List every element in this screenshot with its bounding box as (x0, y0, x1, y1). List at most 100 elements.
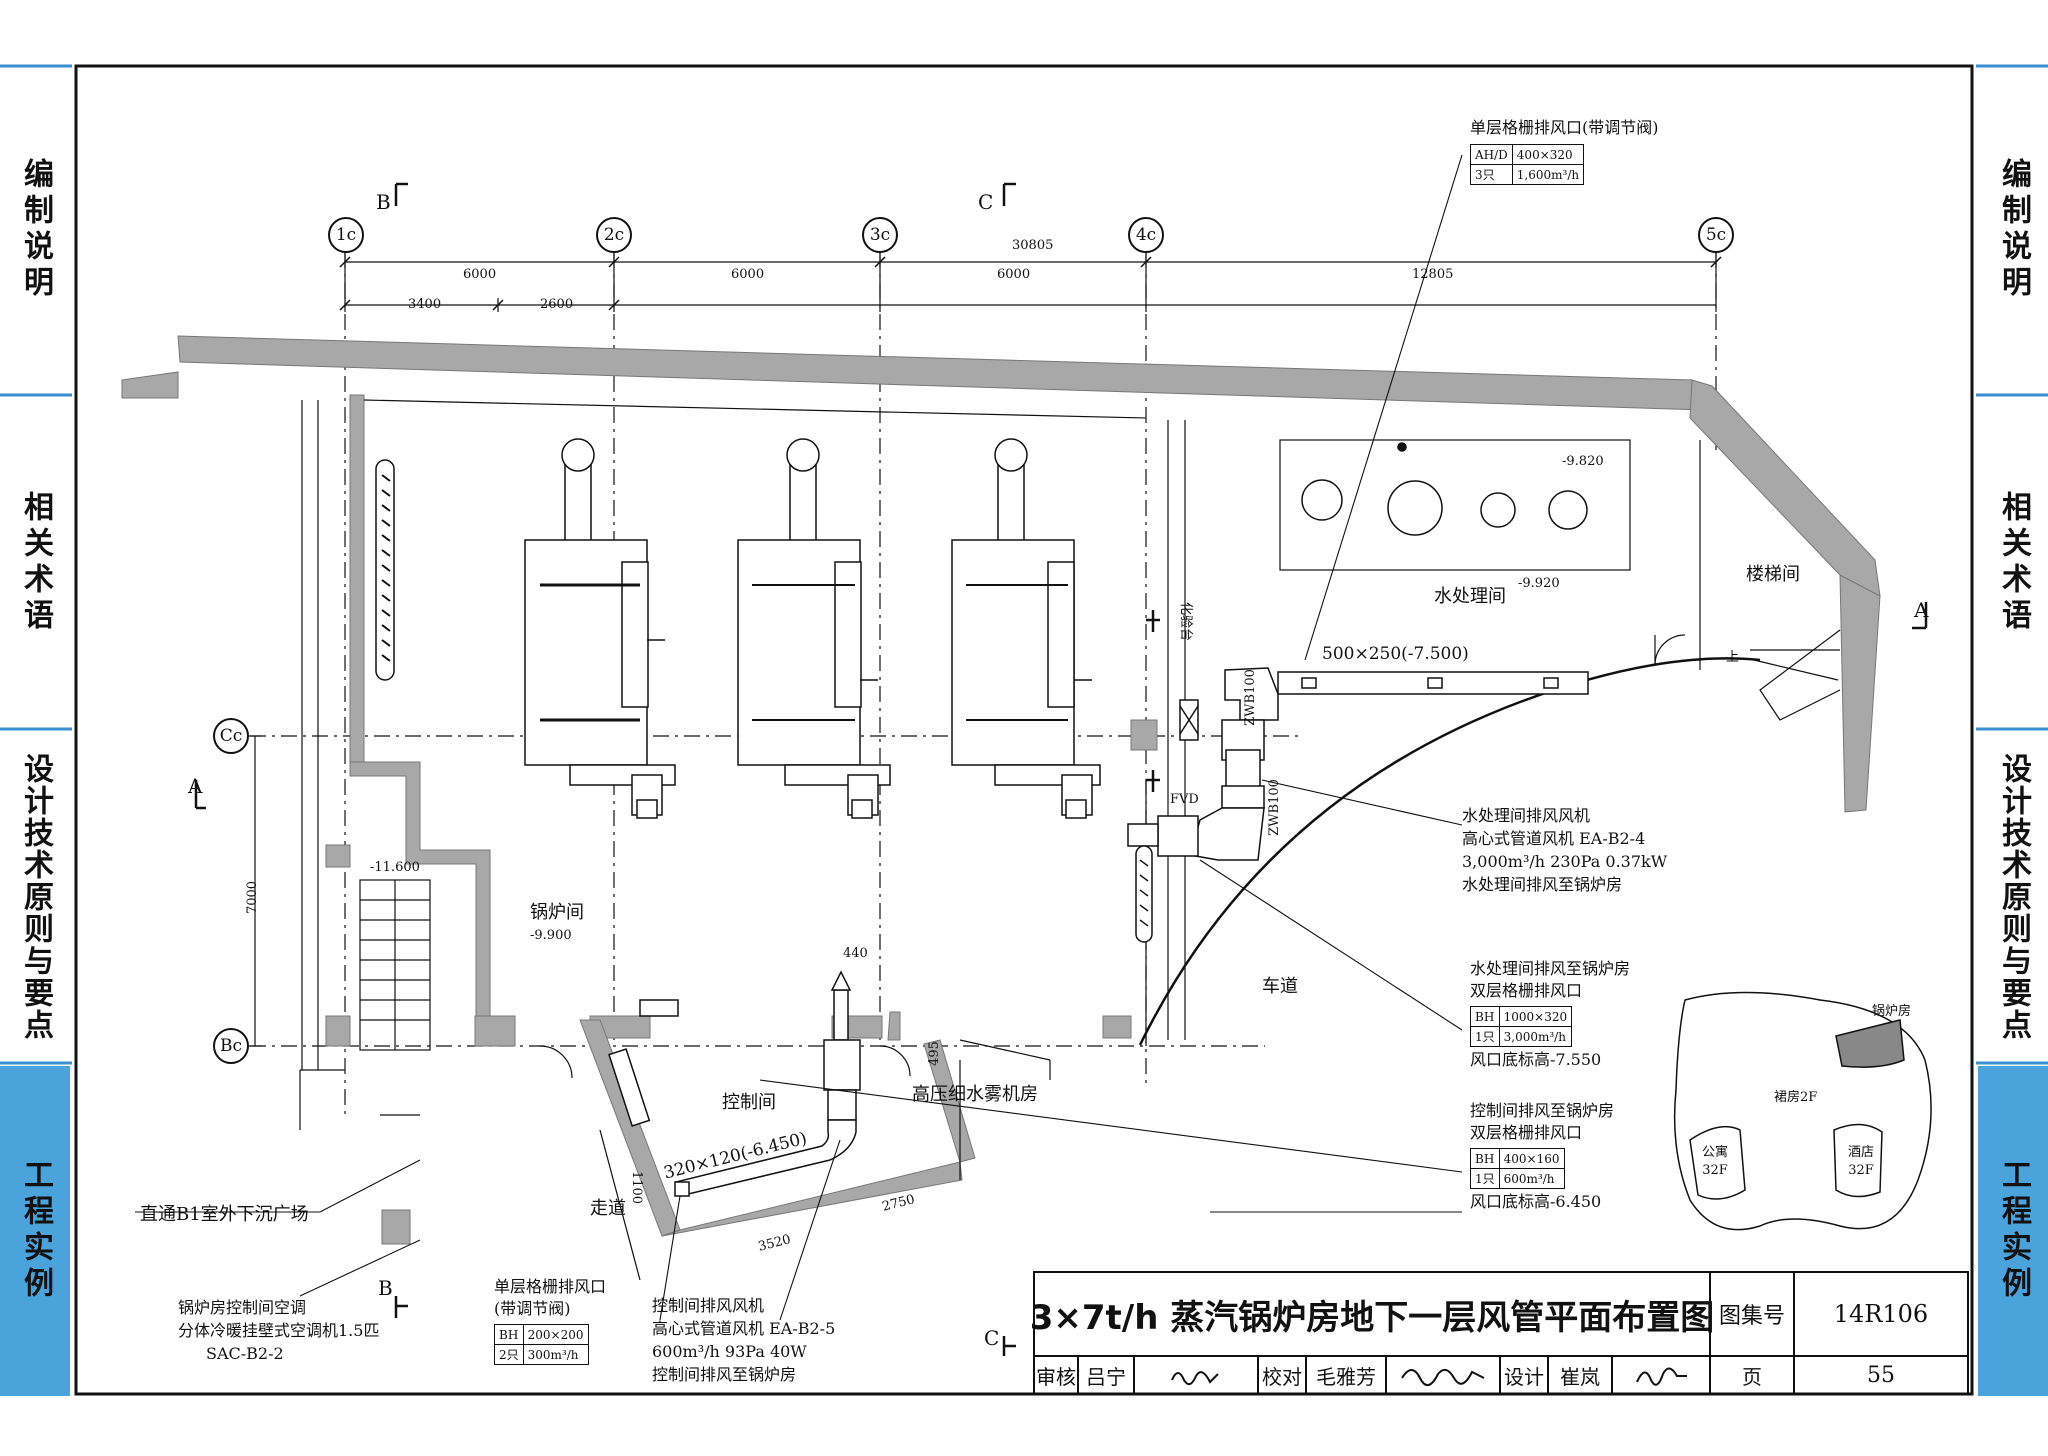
axis-bubble-1c: 1c (328, 217, 364, 253)
note-line: 双层格栅排风口 (1470, 1123, 1583, 1142)
walls (121, 335, 1881, 1245)
room-boiler: 锅炉间 (530, 902, 584, 923)
room-lab: 化验台 (1178, 601, 1194, 642)
cell: AH/D (1470, 144, 1513, 165)
axis-label-3c: 3c (869, 225, 891, 245)
cell: 600m³/h (1498, 1168, 1565, 1189)
note-line: 3,000m³/h 230Pa 0.37kW (1462, 852, 1668, 871)
section-c-top: C (978, 190, 994, 214)
axis-label-4c: 4c (1135, 225, 1157, 245)
keymap-line: 公寓 (1702, 1145, 1729, 1160)
boiler-3 (951, 438, 1101, 819)
fvd-label: FVD (1170, 792, 1199, 807)
axis-label-2c: 2c (603, 225, 625, 245)
signature-scribble (1636, 1367, 1687, 1386)
room-control: 控制间 (722, 1092, 776, 1113)
axis-label-Bc: Bc (219, 1036, 242, 1056)
level-116: -11.600 (370, 860, 420, 875)
cell: 400×320 (1511, 144, 1585, 165)
note-line: (带调节阀) (494, 1299, 571, 1318)
dim-span-2: 6000 (731, 267, 765, 282)
leader-lines (135, 154, 1463, 1321)
dimension-lines (248, 250, 1717, 1047)
note-ac-unit: 锅炉房控制间空调 分体冷暖挂壁式空调机1.5匹 SAC-B2-2 (178, 1296, 379, 1365)
boiler-1 (524, 438, 676, 819)
dim-span-3: 6000 (997, 267, 1031, 282)
cell: 3只 (1470, 164, 1513, 185)
section-b-top: B (376, 190, 391, 214)
axis-label-Cc: Cc (219, 726, 243, 746)
axis-label-1c: 1c (335, 225, 357, 245)
keymap-line: 32F (1702, 1163, 1728, 1178)
note-fan-water: 水处理间排风风机 高心式管道风机 EA-B2-4 3,000m³/h 230Pa… (1462, 804, 1667, 896)
note-line: 分体冷暖挂壁式空调机1.5匹 (178, 1321, 380, 1340)
cell: 300m³/h (522, 1344, 589, 1365)
section-marks (194, 182, 1928, 1356)
right-sidebar-label-1: 编制说明 (1996, 158, 2031, 302)
dim-sub-1: 3400 (408, 297, 442, 312)
note-plaza: 直通B1室外下沉广场 (140, 1204, 309, 1225)
zwb-label-2: ZWB100 (1266, 779, 1282, 836)
title-block-atlas-no: 14R106 (1833, 1300, 1929, 1328)
note-grille-bottom: 单层格栅排风口 (带调节阀) (494, 1276, 606, 1320)
plan-lines (299, 399, 1841, 1281)
title-block-designer: 崔岚 (1560, 1364, 1600, 1389)
left-sidebar-label-1: 编制说明 (18, 158, 53, 302)
keymap (1673, 991, 1932, 1231)
cell: 1000×320 (1498, 1006, 1573, 1027)
note-line: 控制间排风风机 (652, 1296, 765, 1315)
room-stair: 楼梯间 (1746, 564, 1800, 585)
keymap-podium: 裙房2F (1774, 1090, 1818, 1105)
note-line: 水处理间排风风机 (1462, 806, 1591, 825)
dim-span-1: 6000 (463, 267, 497, 282)
note-line: SAC-B2-2 (206, 1344, 284, 1363)
title-block-review-label: 审核 (1036, 1364, 1076, 1389)
title-block-lines (1033, 1271, 1969, 1395)
note-line: 水处理间排风至锅炉房 (1462, 875, 1623, 894)
water-tanks (1301, 442, 1588, 536)
zwb-label-1: ZWB100 (1242, 669, 1258, 726)
note-line: 控制间排风至锅炉房 (1470, 1101, 1615, 1120)
signature-scribble (1401, 1368, 1485, 1386)
level-water: -9.920 (1518, 576, 1560, 591)
note-grille-ctrl-bottom: 风口底标高-6.450 (1470, 1192, 1602, 1211)
axis-bubble-Cc: Cc (213, 718, 249, 754)
left-sidebar-item-2: 相关术语 (0, 398, 70, 728)
keymap-line: 32F (1848, 1163, 1874, 1178)
keymap-hotel: 酒店 32F (1848, 1144, 1874, 1180)
keymap-boiler: 锅炉房 (1872, 1004, 1912, 1019)
dim-1100: 1100 (629, 1170, 645, 1205)
note-line: 600m³/h 93Pa 40W (652, 1342, 807, 1361)
cell: 2只 (494, 1344, 524, 1365)
cell: BH (1470, 1148, 1500, 1169)
ducts (608, 667, 1589, 1197)
left-sidebar-label-4: 工程实例 (18, 1159, 53, 1303)
section-b-bottom: B (378, 1276, 393, 1300)
axis-bubble-5c: 5c (1698, 217, 1734, 253)
note-line: 高心式管道风机 EA-B2-5 (652, 1319, 836, 1338)
dim-495: 495 (926, 1041, 942, 1066)
cell: BH (1470, 1006, 1500, 1027)
dim-row: 7000 (245, 880, 261, 915)
axis-bubble-3c: 3c (862, 217, 898, 253)
note-grille-water-bottom: 风口底标高-7.550 (1470, 1050, 1602, 1069)
title-block-atlas-label: 图集号 (1718, 1304, 1785, 1329)
left-sidebar-item-3: 设计技术原则与要点 (0, 732, 70, 1062)
section-a-left: A (188, 774, 203, 798)
title-block-page-no: 55 (1867, 1362, 1895, 1388)
cell: 1只 (1470, 1026, 1500, 1047)
title-block-checker: 毛雅芳 (1316, 1364, 1376, 1389)
note-fan-ctrl: 控制间排风风机 高心式管道风机 EA-B2-5 600m³/h 93Pa 40W… (652, 1294, 835, 1386)
axis-bubble-4c: 4c (1128, 217, 1164, 253)
cell: 1只 (1470, 1168, 1500, 1189)
note-line: 单层格栅排风口 (494, 1277, 607, 1296)
title-block-title: 3×7t/h 蒸汽锅炉房地下一层风管平面布置图 (1029, 1297, 1715, 1338)
title-block-design-label: 设计 (1504, 1364, 1544, 1389)
note-line: 锅炉房控制间空调 (178, 1298, 307, 1317)
keymap-apartment: 公寓 32F (1702, 1144, 1728, 1180)
title-block-page-label: 页 (1742, 1364, 1762, 1389)
axis-bubble-2c: 2c (596, 217, 632, 253)
